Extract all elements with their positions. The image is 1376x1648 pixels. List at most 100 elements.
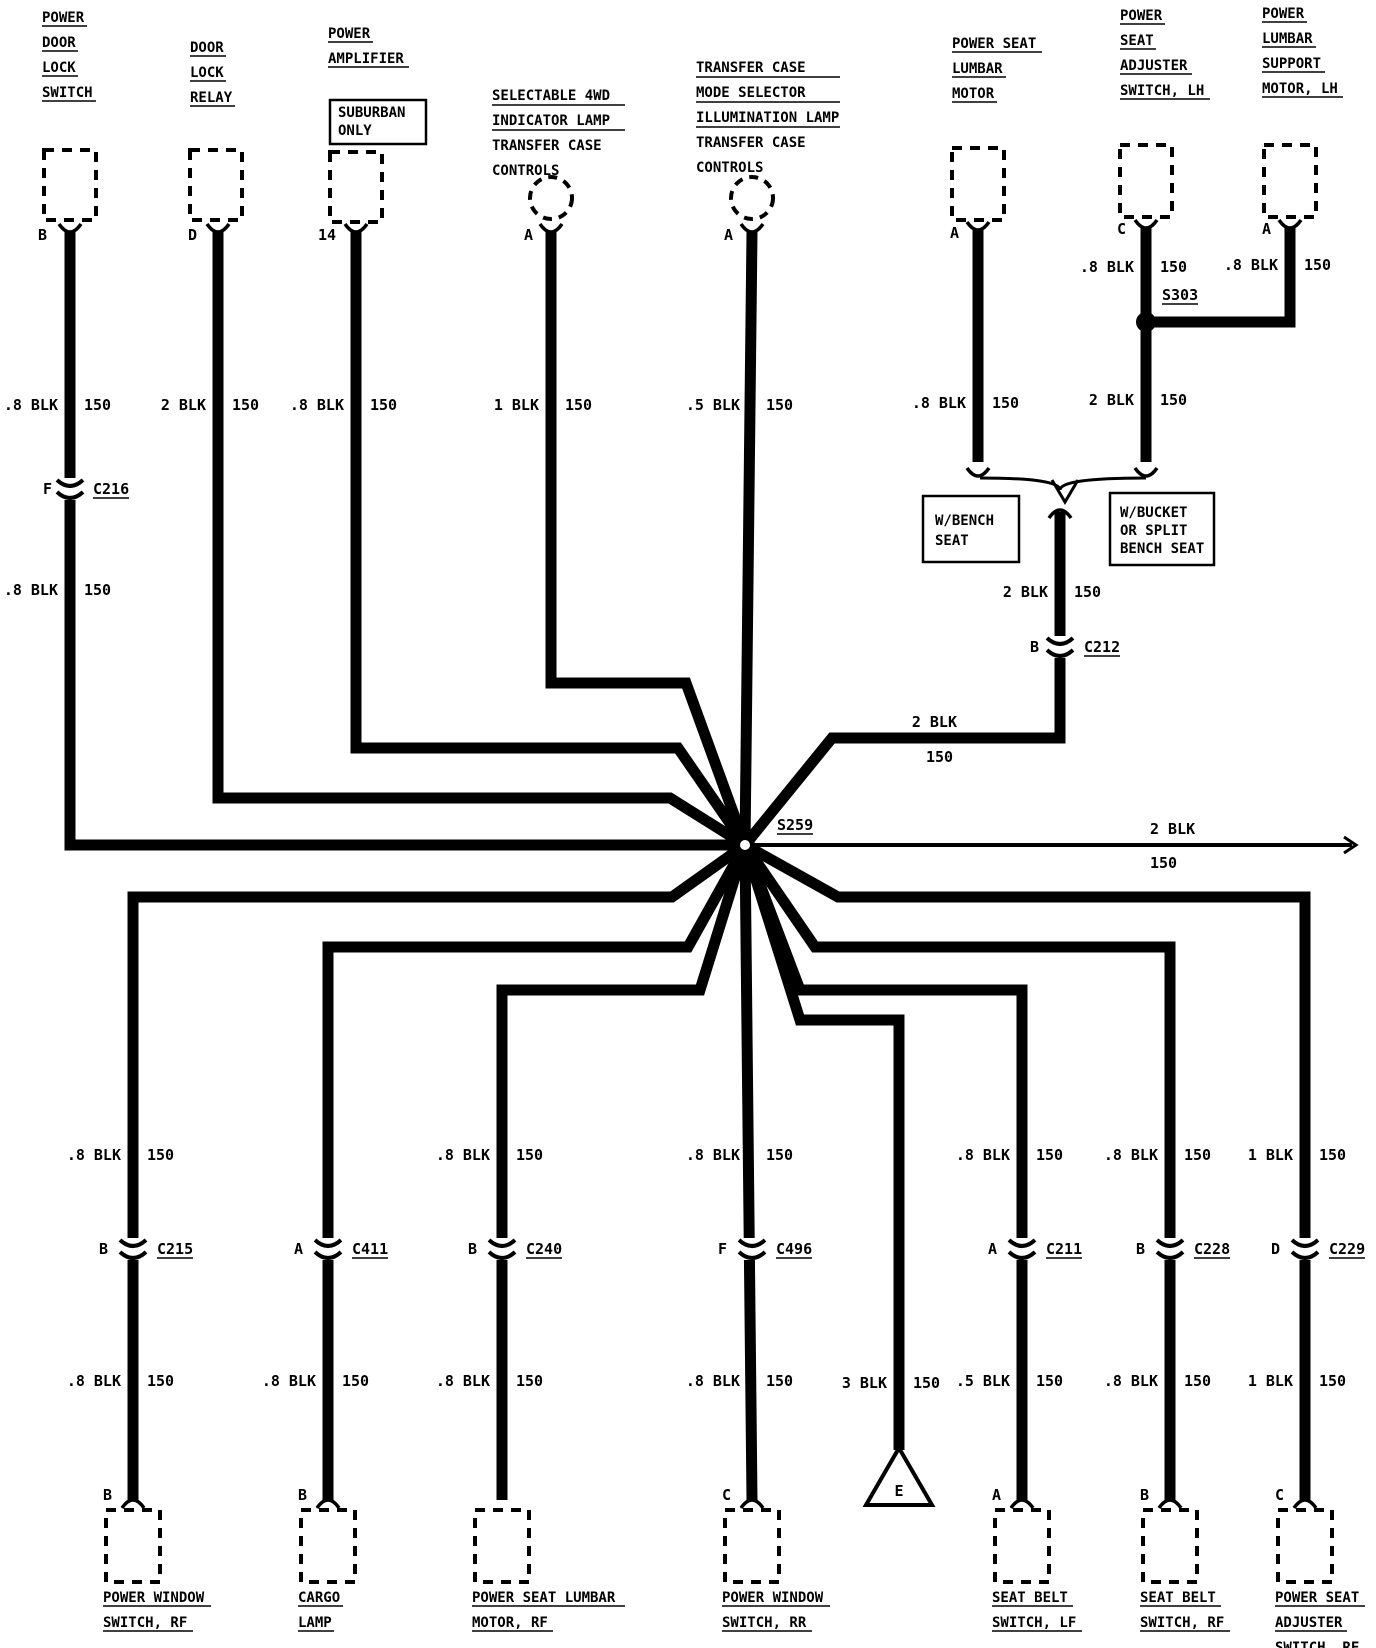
seat-lumbar-motor-title-line-2: MOTOR bbox=[952, 86, 995, 102]
seat-option-brace-tip bbox=[1050, 479, 1080, 505]
cargo-lamp-lower-wire-size: .8 BLK bbox=[262, 1372, 316, 1390]
seat-lumbar-motor-wire-size: .8 BLK bbox=[912, 394, 966, 412]
seat-option-brace bbox=[979, 476, 1147, 491]
ground-e-lower-wire-circuit: 150 bbox=[913, 1374, 940, 1392]
power-seat-adjuster-switch-rf-connector-upper bbox=[1290, 1238, 1320, 1248]
c216-name: C216 bbox=[93, 480, 129, 498]
door-lock-relay-pin: D bbox=[188, 226, 197, 244]
selectable-4wd-wire-circuit: 150 bbox=[565, 396, 592, 414]
power-window-switch-rr-title-line-0: POWER WINDOW bbox=[722, 1590, 824, 1606]
power-window-switch-rr-connector-upper bbox=[737, 1238, 767, 1248]
power-window-switch-rf-connector-name: C215 bbox=[157, 1240, 193, 1258]
door-lock-relay-socket bbox=[205, 222, 231, 234]
seat-adjuster-lh-pin: C bbox=[1117, 220, 1126, 238]
seat-option-wire2-circuit: 150 bbox=[926, 748, 953, 766]
cargo-lamp-socket bbox=[315, 1498, 341, 1510]
seat-belt-switch-lf-lower-wire-size: .5 BLK bbox=[956, 1372, 1010, 1390]
transfer-case-title-line-3: TRANSFER CASE bbox=[696, 135, 806, 151]
s259-label: S259 bbox=[777, 816, 813, 834]
power-window-switch-rf-upper-wire-circuit: 150 bbox=[147, 1146, 174, 1164]
power-seat-lumbar-motor-rf-title-line-0: POWER SEAT LUMBAR bbox=[472, 1590, 616, 1606]
selectable-4wd-title-line-2: TRANSFER CASE bbox=[492, 138, 602, 154]
seat-belt-switch-rf-connector-pin: B bbox=[1136, 1240, 1145, 1258]
c212-name: C212 bbox=[1084, 638, 1120, 656]
wire-power-amplifier bbox=[350, 232, 750, 849]
power-window-switch-rr-connector-lower bbox=[737, 1250, 767, 1260]
ground-e-label: E bbox=[894, 1482, 903, 1500]
lumbar-support-lh-wire-circuit: 150 bbox=[1304, 256, 1331, 274]
power-seat-adjuster-switch-rf-connector-pin: D bbox=[1271, 1240, 1280, 1258]
door-lock-relay-wire-size: 2 BLK bbox=[161, 396, 206, 414]
right-exit-circuit: 150 bbox=[1150, 854, 1177, 872]
seat-belt-switch-rf-socket bbox=[1157, 1498, 1183, 1510]
power-window-switch-rr-title-line-1: SWITCH, RR bbox=[722, 1615, 807, 1631]
seat-belt-switch-rf-upper-wire-circuit: 150 bbox=[1184, 1146, 1211, 1164]
seat-adjuster-lh-wire-size: .8 BLK bbox=[1080, 258, 1134, 276]
seat-lumbar-motor-end bbox=[965, 466, 991, 478]
transfer-case-wire-circuit: 150 bbox=[766, 396, 793, 414]
power-seat-adjuster-switch-rf-lower-wire-size: 1 BLK bbox=[1248, 1372, 1293, 1390]
seat-belt-switch-rf-connector-lower bbox=[1155, 1250, 1185, 1260]
power-window-switch-rf-lower-wire-circuit: 150 bbox=[147, 1372, 174, 1390]
power-window-switch-rf-connector-pin: B bbox=[99, 1240, 108, 1258]
seat-belt-switch-lf-connector-lower bbox=[1007, 1250, 1037, 1260]
selectable-4wd-socket bbox=[538, 222, 564, 234]
seat-belt-switch-lf-title-line-1: SWITCH, LF bbox=[992, 1615, 1076, 1631]
seat-adjuster-lh-wire2-circuit: 150 bbox=[1160, 391, 1187, 409]
seat-lumbar-motor-box bbox=[950, 146, 1006, 222]
door-lock-switch-wire2-size: .8 BLK bbox=[4, 581, 58, 599]
wire-lumbar-support-lh bbox=[1146, 228, 1296, 328]
seat-belt-switch-lf-pin: A bbox=[992, 1486, 1001, 1504]
seat-option-socket bbox=[1047, 508, 1073, 520]
seat-lumbar-motor-socket bbox=[965, 220, 991, 232]
power-window-switch-rf-upper-wire-size: .8 BLK bbox=[67, 1146, 121, 1164]
power-seat-adjuster-switch-rf-connector-name: C229 bbox=[1329, 1240, 1365, 1258]
seat-belt-switch-rf-connector-name: C228 bbox=[1194, 1240, 1230, 1258]
lumbar-support-lh-pin: A bbox=[1262, 220, 1271, 238]
door-lock-switch-pin: B bbox=[38, 226, 47, 244]
door-lock-relay-title-line-1: LOCK bbox=[190, 65, 224, 81]
selectable-4wd-title-line-0: SELECTABLE 4WD bbox=[492, 88, 610, 104]
power-seat-lumbar-motor-rf-lower-wire-size: .8 BLK bbox=[436, 1372, 490, 1390]
wire-seat-belt-switch-rf bbox=[740, 841, 1176, 1500]
power-seat-lumbar-motor-rf-upper-wire-size: .8 BLK bbox=[436, 1146, 490, 1164]
door-lock-switch-wire-size: .8 BLK bbox=[4, 396, 58, 414]
power-window-switch-rf-pin: B bbox=[103, 1486, 112, 1504]
bench-seat-box bbox=[921, 494, 1021, 564]
cargo-lamp-box bbox=[299, 1508, 357, 1584]
seat-adjuster-lh-socket bbox=[1133, 218, 1159, 230]
seat-option-wire2-size: 2 BLK bbox=[912, 713, 957, 731]
seat-lumbar-motor-pin: A bbox=[950, 224, 959, 242]
selectable-4wd-title-line-3: CONTROLS bbox=[492, 163, 559, 179]
lumbar-support-lh-title-line-3: MOTOR, LH bbox=[1262, 81, 1338, 97]
seat-lumbar-motor-title-line-0: POWER SEAT bbox=[952, 36, 1036, 52]
power-amplifier-title-line-0: POWER bbox=[328, 26, 371, 42]
power-seat-adjuster-switch-rf-pin: C bbox=[1275, 1486, 1284, 1504]
selectable-4wd-pin: A bbox=[524, 226, 533, 244]
seat-adjuster-lh-title-line-2: ADJUSTER bbox=[1120, 58, 1188, 74]
power-seat-adjuster-switch-rf-title-line-0: POWER SEAT bbox=[1275, 1590, 1359, 1606]
power-seat-adjuster-switch-rf-lower-wire-circuit: 150 bbox=[1319, 1372, 1346, 1390]
c212-upper bbox=[1045, 636, 1075, 646]
transfer-case-symbol bbox=[729, 175, 775, 221]
seat-belt-switch-lf-box bbox=[993, 1508, 1051, 1584]
seat-belt-switch-lf-upper-wire-circuit: 150 bbox=[1036, 1146, 1063, 1164]
ground-e-lower-wire-size: 3 BLK bbox=[842, 1374, 887, 1392]
seat-belt-switch-lf-connector-name: C211 bbox=[1046, 1240, 1082, 1258]
s303-dot bbox=[1136, 312, 1156, 332]
power-amplifier-wire-size: .8 BLK bbox=[290, 396, 344, 414]
seat-belt-switch-rf-connector-upper bbox=[1155, 1238, 1185, 1248]
door-lock-switch-title-line-2: LOCK bbox=[42, 60, 76, 76]
power-window-switch-rf-connector-lower bbox=[118, 1250, 148, 1260]
power-amplifier-socket bbox=[343, 222, 369, 234]
power-window-switch-rr-socket bbox=[739, 1498, 765, 1510]
bench-seat-line-0: W/BENCH bbox=[935, 513, 994, 529]
cargo-lamp-title-line-0: CARGO bbox=[298, 1590, 340, 1606]
seat-belt-switch-lf-title-line-0: SEAT BELT bbox=[992, 1590, 1068, 1606]
transfer-case-title-line-0: TRANSFER CASE bbox=[696, 60, 806, 76]
c212-pin: B bbox=[1030, 638, 1039, 656]
lumbar-support-lh-box bbox=[1262, 143, 1318, 219]
seat-option-wire-size: 2 BLK bbox=[1003, 583, 1048, 601]
power-seat-lumbar-motor-rf-upper-wire-circuit: 150 bbox=[516, 1146, 543, 1164]
